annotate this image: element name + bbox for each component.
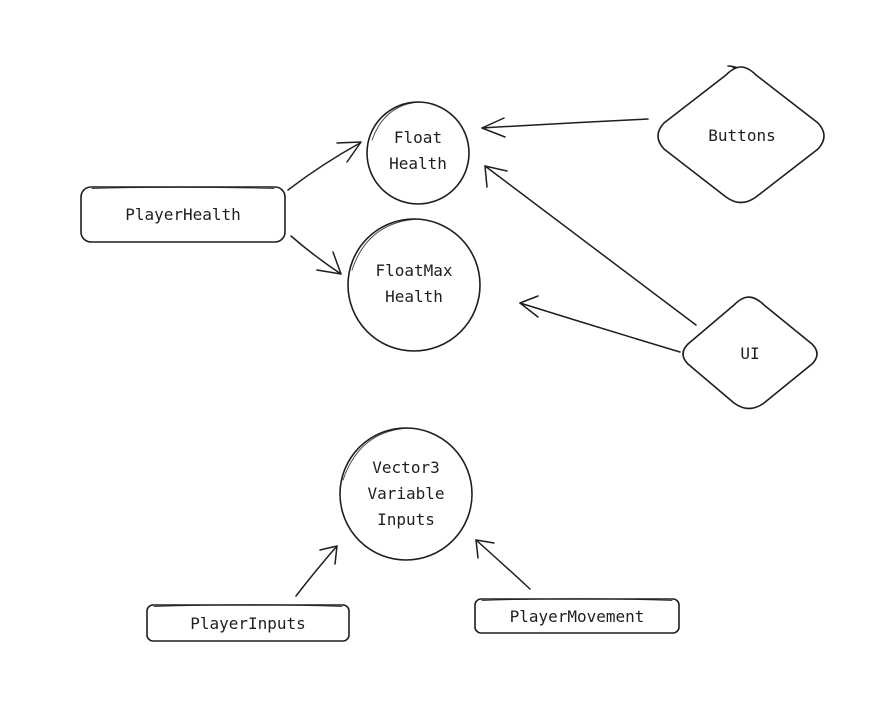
node-ui-label: UI	[740, 344, 759, 363]
node-vector3-variable-inputs[interactable]: Vector3 Variable Inputs	[339, 427, 473, 561]
node-vector3-label-line2: Variable	[367, 484, 444, 503]
node-floatmax-health[interactable]: FloatMax Health	[347, 218, 481, 352]
node-buttons[interactable]: Buttons	[657, 65, 825, 204]
node-floatmax-health-label-line2: Health	[385, 287, 443, 306]
node-floatmax-health-label-line1: FloatMax	[375, 261, 452, 280]
node-player-inputs[interactable]: PlayerInputs	[146, 604, 350, 642]
node-player-health-label: PlayerHealth	[125, 205, 241, 224]
arrow-playerhealth-to-float-health	[287, 141, 362, 191]
node-player-movement-label: PlayerMovement	[510, 607, 645, 626]
arrow-buttons-to-float-health	[481, 117, 649, 138]
node-player-inputs-label: PlayerInputs	[190, 614, 306, 633]
node-player-health[interactable]: PlayerHealth	[80, 186, 286, 243]
node-ui[interactable]: UI	[682, 296, 818, 410]
node-player-movement[interactable]: PlayerMovement	[474, 598, 680, 634]
node-buttons-label: Buttons	[708, 126, 775, 145]
node-vector3-label-line3: Inputs	[377, 510, 435, 529]
node-vector3-label-line1: Vector3	[372, 458, 439, 477]
arrow-playerinputs-to-vector3	[295, 545, 338, 597]
node-float-health[interactable]: Float Health	[366, 101, 470, 205]
arrow-playerhealth-to-floatmax-health	[290, 235, 342, 275]
arrow-ui-to-float-health	[484, 165, 697, 326]
arrow-playermovement-to-vector3	[475, 539, 531, 590]
node-float-health-label-line1: Float	[394, 128, 442, 147]
node-float-health-label-line2: Health	[389, 154, 447, 173]
arrow-ui-to-floatmax-health	[519, 295, 681, 353]
